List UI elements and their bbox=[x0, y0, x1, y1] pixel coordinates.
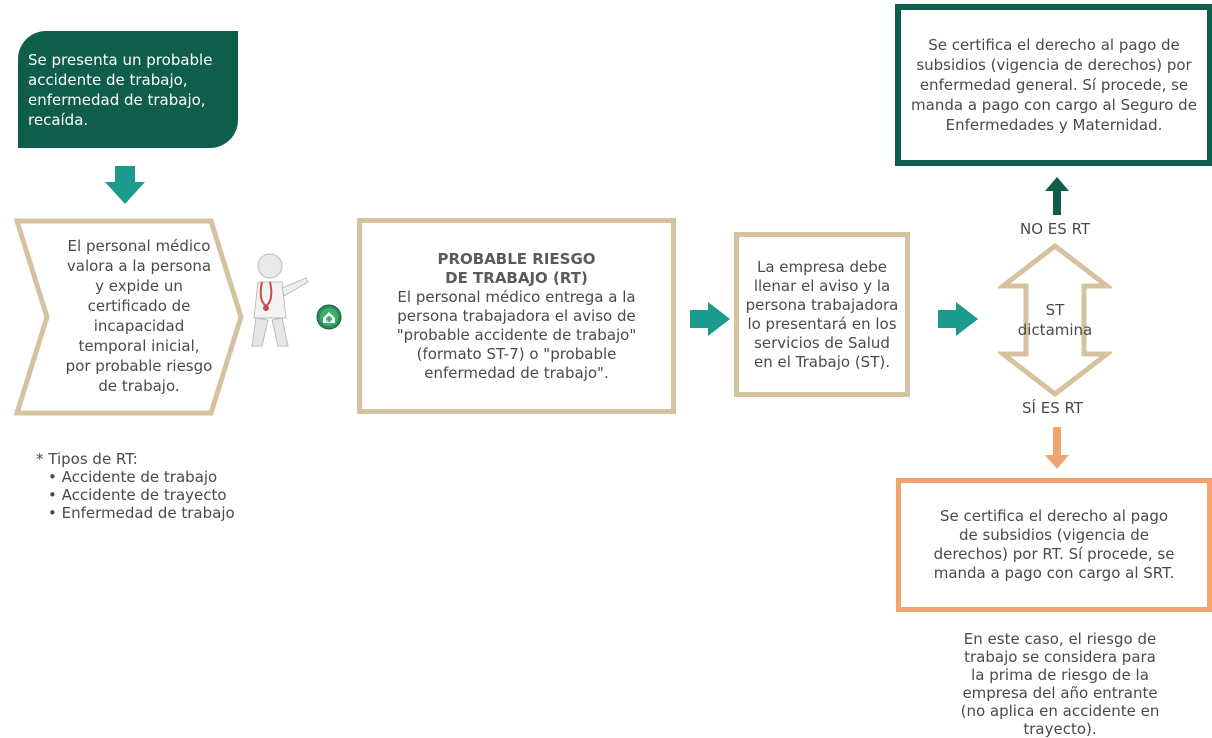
rt-type-item: • Enfermedad de trabajo bbox=[48, 504, 235, 522]
start-node: Se presenta un probable accidente de tra… bbox=[18, 31, 238, 148]
si-rt-box: Se certifica el derecho al pago de subsi… bbox=[896, 478, 1212, 612]
down-arrow-icon bbox=[1045, 427, 1069, 469]
empresa-box: La empresa debe llenar el aviso y la per… bbox=[734, 232, 910, 397]
st-label: ST bbox=[1045, 301, 1065, 319]
rt-title-line1: PROBABLE RIESGO bbox=[437, 249, 596, 268]
rt-type-item: • Accidente de trayecto bbox=[48, 486, 227, 504]
rt-type-item: • Accidente de trabajo bbox=[48, 468, 218, 486]
doctor-figure-icon bbox=[251, 253, 309, 347]
empresa-text: La empresa debe llenar el aviso y la per… bbox=[745, 257, 899, 371]
si-rt-text: Se certifica el derecho al pago de subsi… bbox=[933, 507, 1175, 582]
rt-types-heading: * Tipos de RT: bbox=[36, 450, 138, 468]
right-arrow-icon bbox=[690, 302, 730, 336]
no-es-rt-label: NO ES RT bbox=[1020, 220, 1091, 238]
probable-rt-box: PROBABLE RIESGO DE TRABAJO (RT) El perso… bbox=[357, 218, 676, 414]
st-double-arrow-icon bbox=[998, 243, 1112, 397]
no-rt-box: Se certifica el derecho al pago de subsi… bbox=[895, 4, 1212, 166]
st-dictamina-label: dictamina bbox=[1017, 321, 1093, 339]
hospital-icon bbox=[316, 304, 342, 330]
up-arrow-icon bbox=[1045, 177, 1069, 215]
doctor-text: El personal médico valora a la persona y… bbox=[65, 237, 213, 395]
down-arrow-icon bbox=[105, 166, 145, 204]
rt-types-list: * Tipos de RT: • Accidente de trabajo • … bbox=[36, 450, 235, 522]
st-dictamina: ST dictamina bbox=[1004, 300, 1106, 340]
right-arrow-icon bbox=[938, 302, 978, 336]
rt-title-line2: DE TRABAJO (RT) bbox=[445, 268, 588, 287]
start-text: Se presenta un probable accidente de tra… bbox=[28, 50, 213, 129]
note-text: En este caso, el riesgo de trabajo se co… bbox=[960, 630, 1160, 738]
doctor-chevron-shape bbox=[13, 218, 244, 416]
si-es-rt-label: SÍ ES RT bbox=[1022, 399, 1083, 417]
rt-body: El personal médico entrega a la persona … bbox=[396, 287, 637, 382]
no-rt-text: Se certifica el derecho al pago de subsi… bbox=[911, 36, 1197, 134]
